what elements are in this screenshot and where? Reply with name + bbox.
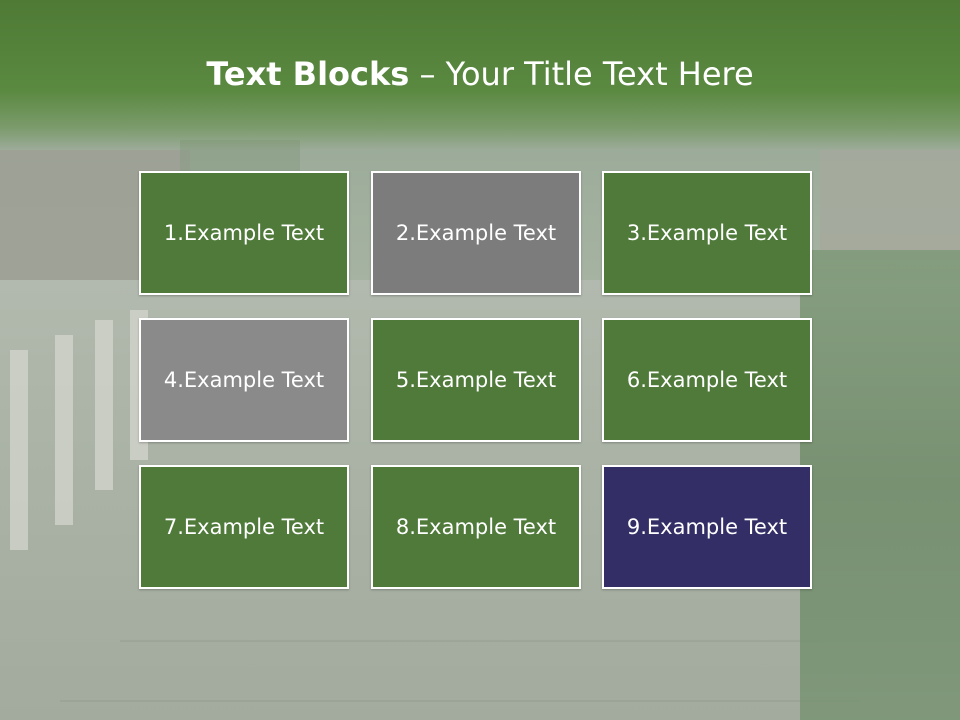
slide-title: Text Blocks – Your Title Text Here bbox=[0, 52, 960, 96]
title-separator: – bbox=[409, 55, 446, 93]
text-block-1[interactable]: 1.Example Text bbox=[139, 171, 349, 295]
title-text: Your Title Text Here bbox=[445, 55, 754, 93]
background-building-right bbox=[820, 150, 960, 260]
text-block-4[interactable]: 4.Example Text bbox=[139, 318, 349, 442]
title-bar bbox=[0, 0, 960, 150]
text-block-5[interactable]: 5.Example Text bbox=[371, 318, 581, 442]
text-block-6[interactable]: 6.Example Text bbox=[602, 318, 812, 442]
title-bold: Text Blocks bbox=[206, 55, 410, 93]
text-block-label: 1.Example Text bbox=[163, 221, 325, 245]
text-block-9[interactable]: 9.Example Text bbox=[602, 465, 812, 589]
background-railing bbox=[0, 300, 160, 600]
text-block-label: 4.Example Text bbox=[163, 368, 325, 392]
text-block-3[interactable]: 3.Example Text bbox=[602, 171, 812, 295]
background-shrubs-right bbox=[800, 250, 960, 720]
text-block-label: 7.Example Text bbox=[163, 515, 325, 539]
text-block-label: 3.Example Text bbox=[626, 221, 788, 245]
text-block-label: 2.Example Text bbox=[395, 221, 557, 245]
text-block-label: 6.Example Text bbox=[626, 368, 788, 392]
text-block-8[interactable]: 8.Example Text bbox=[371, 465, 581, 589]
text-block-label: 8.Example Text bbox=[395, 515, 557, 539]
text-block-label: 9.Example Text bbox=[626, 515, 788, 539]
text-block-7[interactable]: 7.Example Text bbox=[139, 465, 349, 589]
text-block-label: 5.Example Text bbox=[395, 368, 557, 392]
text-block-2[interactable]: 2.Example Text bbox=[371, 171, 581, 295]
